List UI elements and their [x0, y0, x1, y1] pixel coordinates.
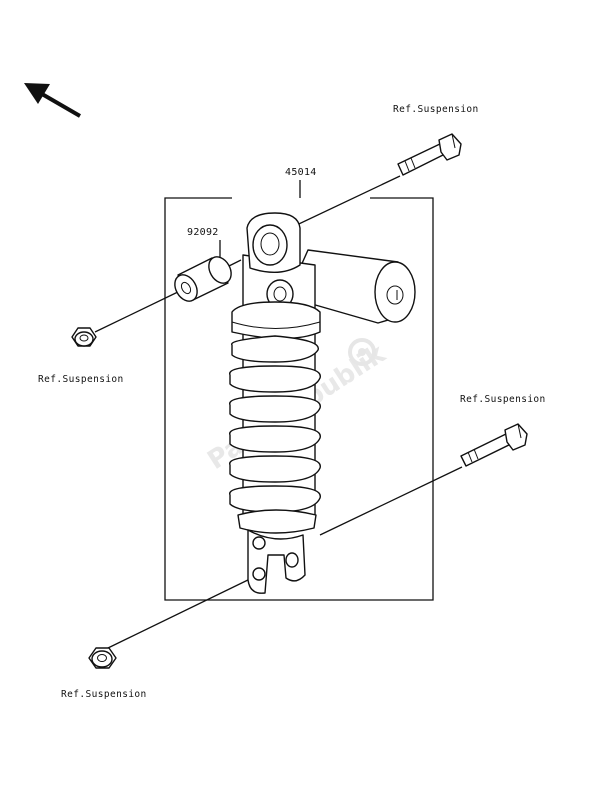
shock-absorber-part-number: 45014: [285, 167, 317, 178]
bottom-flange-nut: [88, 647, 117, 669]
ref-label-bottom-nut: Ref.Suspension: [61, 689, 147, 700]
bottom-mounting-bolt: [460, 423, 528, 467]
bottom-nut-leader: [107, 577, 253, 649]
ref-label-top-bolt: Ref.Suspension: [393, 104, 479, 115]
shock-absorber-unit: [229, 212, 416, 594]
collar-bushing: [174, 256, 232, 302]
ref-label-bottom-bolt: Ref.Suspension: [460, 394, 546, 405]
top-mounting-bolt: [397, 133, 462, 176]
top-nut-leader: [94, 289, 183, 333]
collar-part-number: 92092: [187, 227, 219, 238]
top-flange-nut: [71, 327, 97, 347]
assembly-bracket-frame: [164, 180, 434, 601]
coil-spring: [229, 335, 321, 513]
bottom-bolt-leader: [319, 466, 463, 536]
ref-label-top-nut: Ref.Suspension: [38, 374, 124, 385]
front-direction-arrow-icon: [24, 83, 82, 118]
watermark-gear-icon: [348, 338, 376, 366]
